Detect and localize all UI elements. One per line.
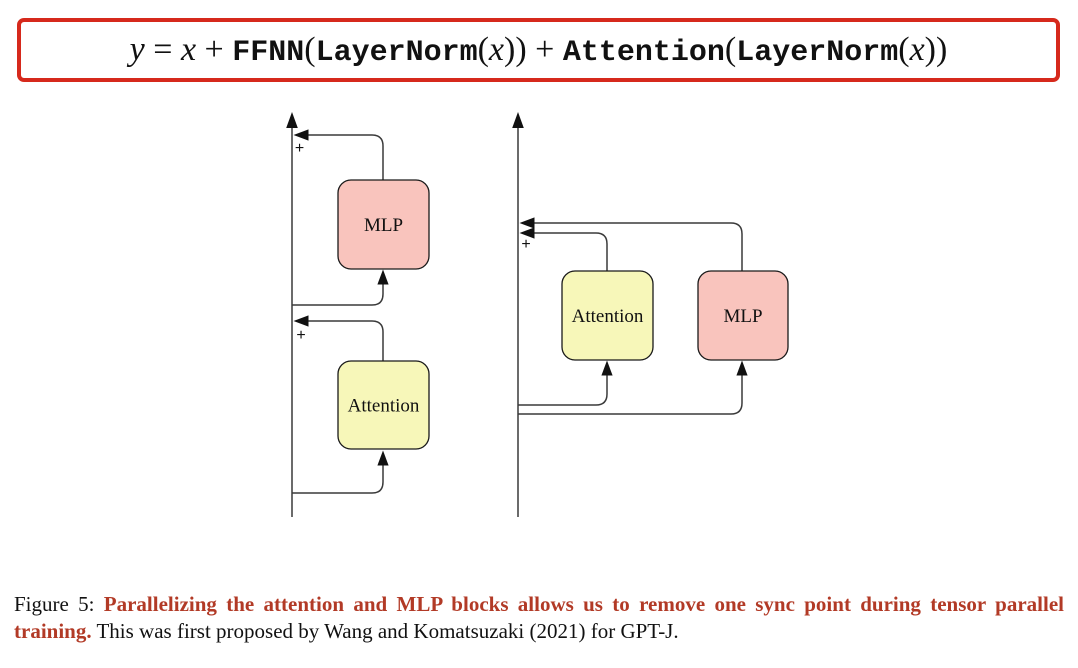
formula-segment: FFNN: [232, 36, 305, 70]
plus-sign: +: [295, 140, 304, 157]
attention-label: Attention: [572, 306, 644, 327]
left-arrowhead-icon: [519, 217, 535, 229]
up-arrowhead-icon: [601, 360, 613, 376]
attention-input-connector: [518, 374, 608, 406]
figure-caption: Figure 5: Parallelizing the attention an…: [14, 591, 1064, 645]
left-arrowhead-icon: [519, 227, 535, 239]
up-arrowhead-icon: [286, 112, 298, 128]
caption-highlight: Parallelizing the attention and MLP bloc…: [14, 592, 1064, 643]
plus-sign: +: [521, 236, 530, 253]
caption-prefix: Figure 5:: [14, 592, 104, 616]
up-arrowhead-icon: [736, 360, 748, 376]
mlp-output-connector: [306, 134, 384, 180]
attention-output-connector: [306, 320, 384, 361]
sequential-block-diagram: + MLP + Attention: [286, 112, 430, 517]
mlp-output-connector: [532, 222, 743, 271]
attention-block: [561, 270, 654, 361]
formula-segment: +: [196, 31, 233, 68]
mlp-label: MLP: [364, 215, 403, 236]
formula-segment: LayerNorm: [315, 36, 478, 70]
formula-segment: +: [535, 31, 563, 68]
plus-sign: +: [296, 327, 305, 344]
formula-segment: x: [180, 31, 197, 68]
mlp-block: [337, 179, 430, 270]
formula-segment: x: [909, 31, 925, 68]
formula-segment: y: [129, 31, 145, 68]
mlp-input-connector: [292, 283, 384, 306]
mlp-label: MLP: [723, 306, 762, 327]
formula-segment: (: [724, 31, 737, 68]
parallel-block-diagram: + Attention MLP: [512, 112, 789, 517]
attention-block: [337, 360, 430, 450]
left-arrowhead-icon: [293, 315, 309, 327]
caption-rest: This was first proposed by Wang and Koma…: [91, 619, 679, 643]
formula-segment: )): [924, 31, 948, 68]
attention-label: Attention: [348, 396, 420, 417]
mlp-block: [697, 270, 789, 361]
formula-segment: (: [898, 31, 910, 68]
attention-output-connector: [532, 232, 608, 271]
formula-segment: Attention: [562, 36, 725, 70]
attention-input-connector: [292, 464, 384, 494]
formula-segment: (: [304, 31, 316, 68]
up-arrowhead-icon: [377, 269, 389, 285]
formula-segment: x: [488, 31, 505, 68]
formula-equation: y = x + FFNN(LayerNorm(x)) + Attention(L…: [21, 22, 1056, 77]
up-arrowhead-icon: [377, 450, 389, 466]
formula-segment: LayerNorm: [736, 36, 899, 70]
formula-segment: =: [144, 31, 181, 68]
formula-segment: (: [477, 31, 489, 68]
formula-box: y = x + FFNN(LayerNorm(x)) + Attention(L…: [17, 18, 1060, 82]
up-arrowhead-icon: [512, 112, 524, 128]
formula-segment: )): [504, 31, 536, 68]
mlp-input-connector: [518, 374, 743, 415]
left-arrowhead-icon: [293, 129, 309, 141]
